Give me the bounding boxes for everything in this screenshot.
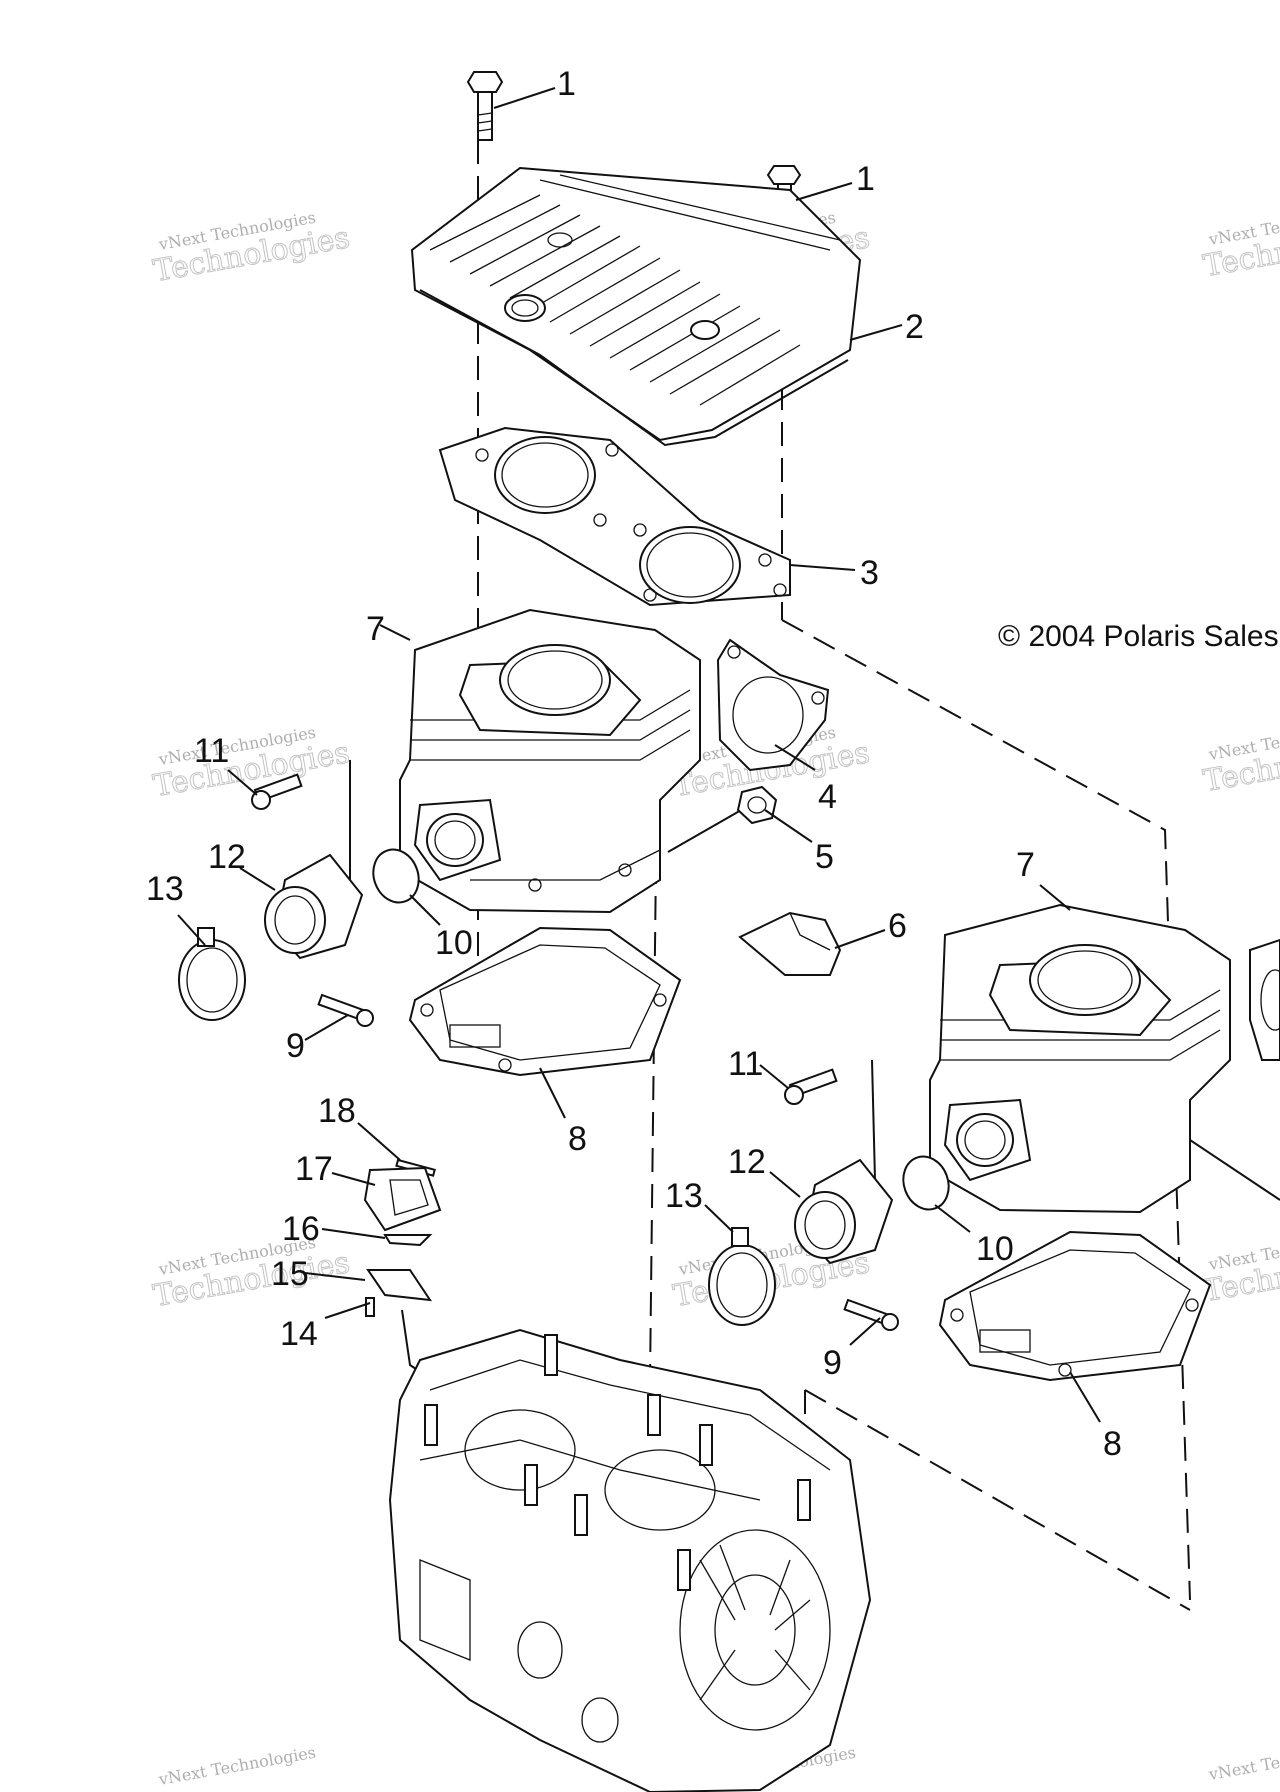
- callout-13a: 13: [146, 870, 184, 908]
- base-gasket-left: [408, 926, 682, 1077]
- callout-9b: 9: [823, 1344, 842, 1382]
- callout-16: 16: [282, 1210, 320, 1248]
- callout-3: 3: [860, 554, 879, 592]
- cover-plate: [738, 911, 842, 976]
- callout-4: 4: [818, 778, 837, 816]
- crankcase: [388, 1328, 872, 1792]
- callout-12b: 12: [728, 1143, 766, 1181]
- base-gasket-right: [938, 1230, 1212, 1382]
- callout-8b: 8: [1103, 1425, 1122, 1463]
- callout-17: 17: [295, 1150, 333, 1188]
- callout-7b: 7: [1016, 846, 1035, 884]
- callout-12a: 12: [208, 838, 246, 876]
- head-bolt-left: [466, 71, 504, 141]
- callout-6: 6: [888, 907, 907, 945]
- callout-13b: 13: [665, 1177, 703, 1215]
- cylinder-left: [399, 608, 701, 914]
- stud-bolt-right: [784, 1068, 838, 1105]
- callout-11a: 11: [194, 732, 229, 770]
- head-gasket: [438, 426, 791, 607]
- copyright-notice: © 2004 Polaris Sales: [998, 620, 1279, 653]
- callout-5: 5: [815, 838, 834, 876]
- callout-leaders: [177, 87, 1101, 1423]
- callout-1b: 1: [856, 160, 875, 198]
- callout-9a: 9: [286, 1027, 305, 1065]
- clamp-screw-right: [843, 1298, 899, 1331]
- intake-boot-left: [264, 853, 364, 960]
- callout-1a: 1: [557, 65, 576, 103]
- clamp-right: [708, 1227, 776, 1326]
- exhaust-gasket: [716, 638, 830, 772]
- exhaust-nut: [736, 785, 778, 825]
- cylinder-right: [929, 903, 1280, 1214]
- callout-14: 14: [280, 1315, 318, 1353]
- stud-bolt-left: [251, 773, 303, 810]
- reed-valve-stack: [363, 1158, 442, 1317]
- callout-7a: 7: [366, 610, 385, 648]
- callout-2: 2: [905, 308, 924, 346]
- o-ring-right: [902, 1155, 950, 1211]
- callout-11b: 11: [728, 1045, 763, 1083]
- svg-text:vNext Technologies: vNext Technologies: [156, 1743, 317, 1789]
- callout-10b: 10: [976, 1230, 1014, 1268]
- callout-10a: 10: [435, 924, 473, 962]
- callout-15: 15: [271, 1255, 309, 1293]
- intake-boot-right: [794, 1158, 894, 1265]
- clamp-screw-left: [317, 993, 374, 1027]
- cylinder-head: [410, 166, 862, 447]
- callout-8a: 8: [568, 1120, 587, 1158]
- callout-numbers: 1 1 2 3 4 5 6 7 7 8 8 9 9 10 10 11 11 12…: [146, 65, 1122, 1463]
- o-ring-left: [372, 848, 420, 904]
- clamp-left: [178, 927, 246, 1021]
- callout-18: 18: [318, 1092, 356, 1130]
- svg-text:vNext Technologies: vNext Technologies: [1206, 1738, 1280, 1784]
